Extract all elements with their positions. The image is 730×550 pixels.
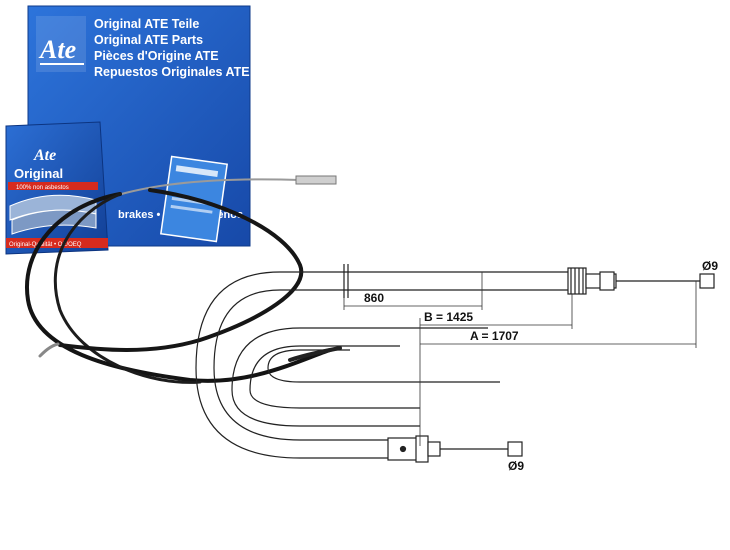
box-line-2: Original ATE Parts — [94, 33, 203, 47]
box-line-3: Pièces d'Origine ATE — [94, 49, 219, 63]
small-box-footer: Original-Qualität • OE/OEQ — [9, 242, 82, 248]
dia-top-label: Ø9 — [702, 259, 718, 273]
dim-860-label: 860 — [364, 291, 384, 305]
cable-technical-drawing — [195, 264, 715, 463]
svg-text:Ate: Ate — [33, 147, 56, 164]
brake-pads-icon — [9, 194, 97, 235]
ate-logo-text: Ate — [38, 35, 76, 64]
box-line-4: Repuestos Originales ATE — [94, 65, 250, 79]
brake-pad-box: Ate Original 100% non asbestos Original-… — [5, 121, 109, 255]
dim-a-label: A = 1707 — [470, 329, 519, 343]
dimension-lines — [343, 272, 697, 446]
ate-logo-icon: Ate — [36, 16, 86, 72]
small-box-band: 100% non asbestos — [16, 185, 69, 191]
dim-b-label: B = 1425 — [424, 310, 473, 324]
box-line-1: Original ATE Teile — [94, 17, 199, 31]
small-ate-logo-icon: Ate — [33, 147, 56, 164]
small-box-title: Original — [14, 166, 63, 181]
dia-bottom-label: Ø9 — [508, 459, 524, 473]
photo-cable — [25, 175, 342, 384]
